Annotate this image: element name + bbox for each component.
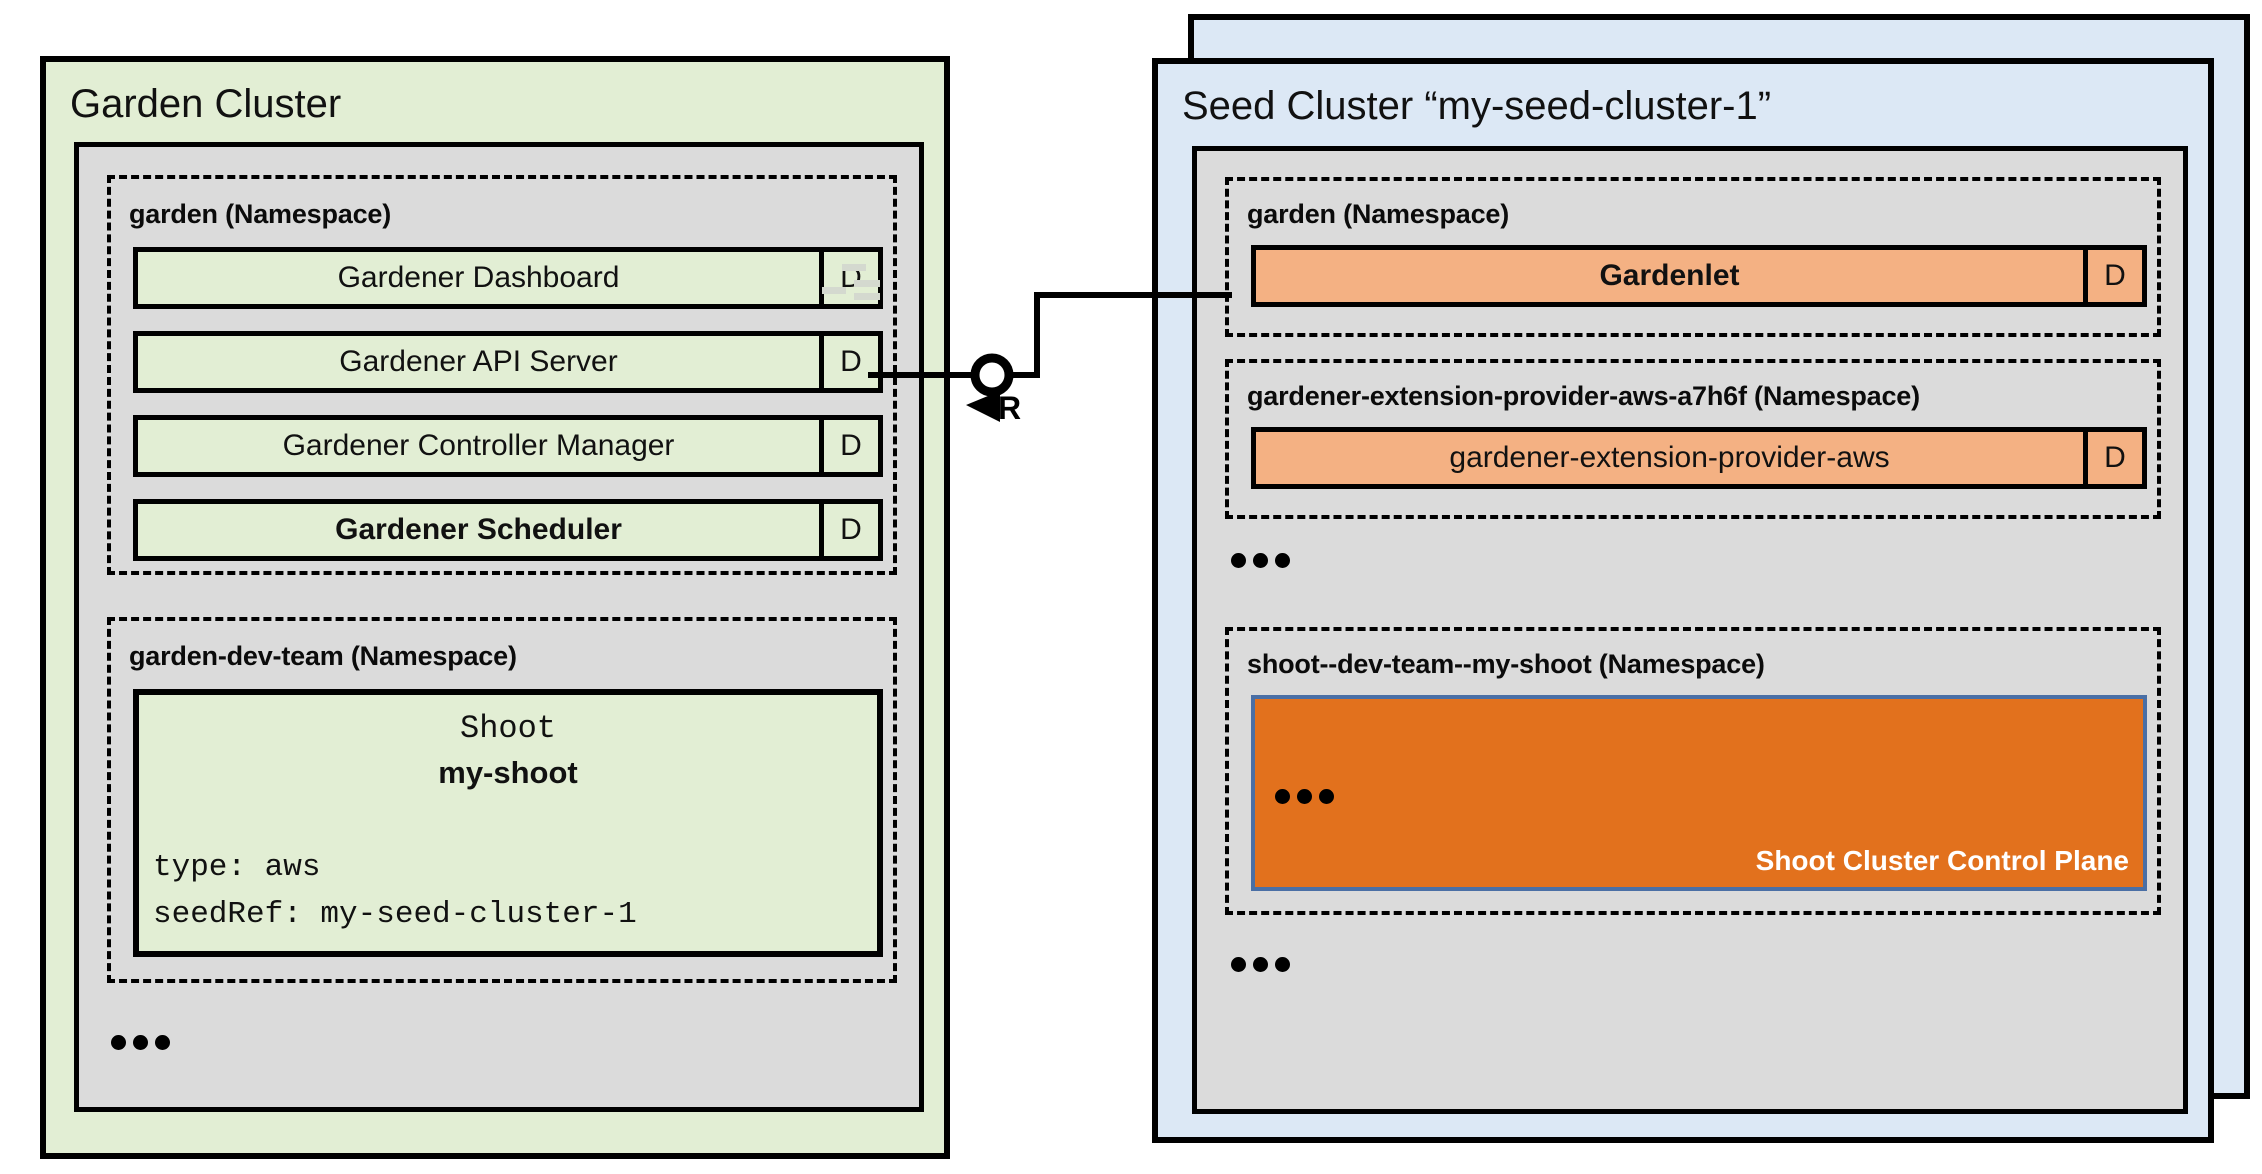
component-gardener-extension-provider-aws-label: gardener-extension-provider-aws [1449,441,1890,474]
component-gardener-controller-manager[interactable]: Gardener Controller Manager D [133,415,883,477]
component-gardenlet-badge: D [2083,250,2142,302]
component-gardener-scheduler-badge: D [819,504,878,556]
render-artifact-mark [854,280,880,287]
shoot-cluster-control-plane[interactable]: Shoot Cluster Control Plane [1251,695,2147,891]
seed-namespace-shoot-dev-team-my-shoot-label: shoot--dev-team--my-shoot (Namespace) [1247,649,1765,679]
component-gardenlet-label: Gardenlet [1599,259,1740,292]
seed-cluster-panel: garden (Namespace) Gardenlet D gardener-… [1192,146,2188,1114]
shoot-resource-name: my-shoot [438,755,578,790]
component-gardener-dashboard[interactable]: Gardener Dashboard D [133,247,883,309]
seed-overflow-indicator-middle [1231,553,1290,568]
component-gardener-api-server[interactable]: Gardener API Server D [133,331,883,393]
component-gardener-scheduler[interactable]: Gardener Scheduler D [133,499,883,561]
garden-cluster-title: Garden Cluster [70,82,342,126]
shoot-resource-kind: Shoot [459,710,556,747]
namespace-garden: garden (Namespace) Gardener Dashboard D … [107,175,897,575]
seed-namespace-extension-provider-aws-label: gardener-extension-provider-aws-a7h6f (N… [1247,381,1920,411]
garden-overflow-indicator [111,1035,170,1050]
component-gardener-api-server-badge: D [819,336,878,388]
render-artifact-mark [854,293,880,300]
shoot-resource-spec-type: type: aws [153,850,321,886]
namespace-garden-dev-team-label: garden-dev-team (Namespace) [129,641,517,671]
component-gardenlet[interactable]: Gardenlet D [1251,245,2147,307]
component-gardener-controller-manager-badge: D [819,420,878,472]
component-gardener-controller-manager-label: Gardener Controller Manager [282,429,675,462]
control-plane-overflow-indicator [1275,789,1334,804]
component-gardener-api-server-label: Gardener API Server [339,345,618,378]
component-gardener-dashboard-label: Gardener Dashboard [138,252,880,304]
render-artifact-mark [842,264,866,271]
connector-endpoint-circle [970,353,1014,397]
garden-cluster: Garden Cluster garden (Namespace) Garden… [40,56,950,1159]
seed-namespace-shoot-dev-team-my-shoot: shoot--dev-team--my-shoot (Namespace) Sh… [1225,627,2161,915]
component-gardener-scheduler-label: Gardener Scheduler [335,513,622,546]
garden-cluster-panel: garden (Namespace) Gardener Dashboard D … [74,142,924,1112]
connector-label: R [998,390,1021,426]
seed-namespace-garden-label: garden (Namespace) [1247,199,1509,229]
seed-namespace-garden: garden (Namespace) Gardenlet D [1225,177,2161,337]
seed-cluster: Seed Cluster “my-seed-cluster-1” garden … [1152,58,2214,1143]
namespace-garden-label: garden (Namespace) [129,199,391,229]
shoot-cluster-control-plane-label: Shoot Cluster Control Plane [1755,845,2129,876]
seed-cluster-title: Seed Cluster “my-seed-cluster-1” [1182,84,1772,128]
shoot-resource-card[interactable]: Shoot my-shoot type: aws seedRef: my-see… [133,689,883,957]
connector-arrowhead-icon [966,391,1000,422]
namespace-garden-dev-team: garden-dev-team (Namespace) Shoot my-sho… [107,617,897,983]
component-gardener-extension-provider-aws-badge: D [2083,432,2142,484]
seed-namespace-extension-provider-aws: gardener-extension-provider-aws-a7h6f (N… [1225,359,2161,519]
shoot-resource-spec-seedref: seedRef: my-seed-cluster-1 [153,896,637,932]
render-artifact-mark [822,287,846,294]
seed-overflow-indicator-bottom [1231,957,1290,972]
component-gardener-extension-provider-aws[interactable]: gardener-extension-provider-aws D [1251,427,2147,489]
